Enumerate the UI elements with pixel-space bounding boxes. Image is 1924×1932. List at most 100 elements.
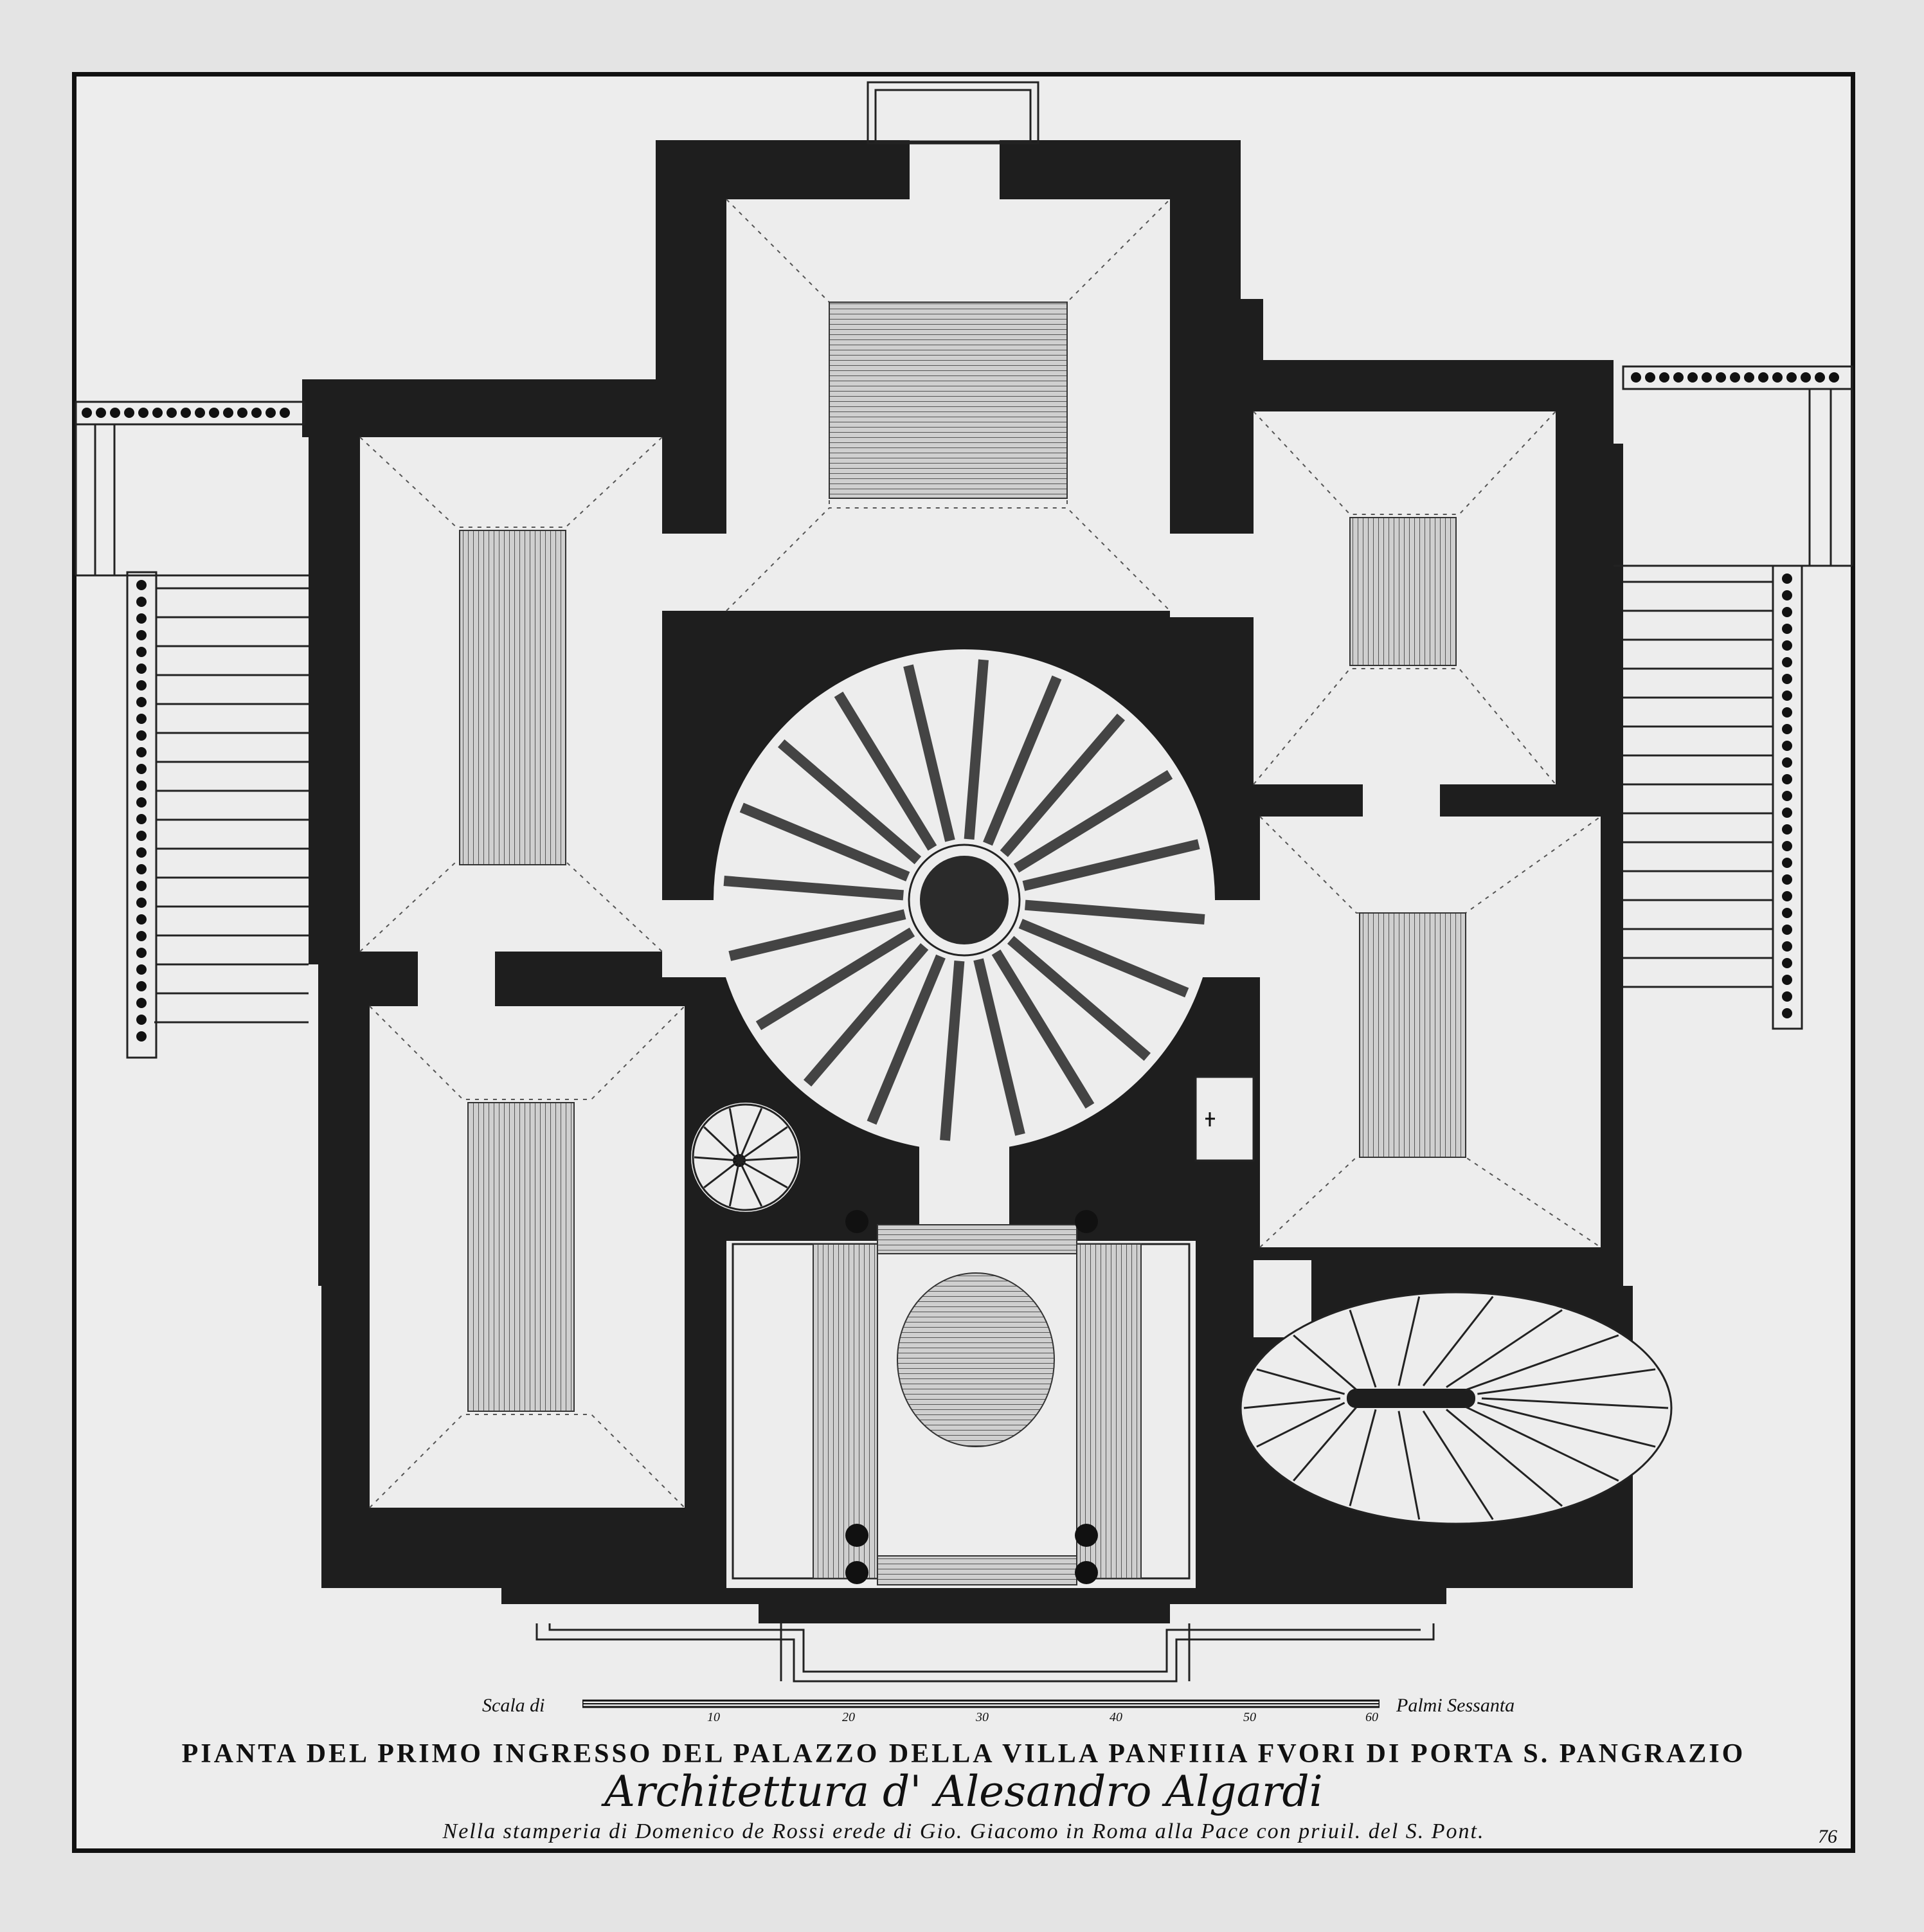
rotunda-ray [1007, 935, 1151, 1061]
baluster [1702, 372, 1712, 383]
baluster [1815, 372, 1825, 383]
right-terrace [1614, 365, 1853, 1030]
baluster [1782, 874, 1792, 885]
baluster [136, 714, 147, 724]
baluster [1782, 1008, 1792, 1018]
stair-step [694, 1156, 740, 1162]
baluster [1782, 573, 1792, 584]
rotunda-ray [940, 961, 965, 1141]
stair-step [1422, 1296, 1494, 1387]
baluster [1782, 991, 1792, 1002]
rotunda-ray [973, 958, 1025, 1136]
rotunda-ray [903, 664, 955, 842]
rotunda-ray [777, 739, 922, 865]
baluster [1645, 372, 1655, 383]
baluster [1782, 657, 1792, 667]
baluster [136, 730, 147, 741]
baluster [1782, 640, 1792, 651]
baluster [136, 998, 147, 1008]
baluster [136, 597, 147, 607]
baluster [1716, 372, 1726, 383]
stair-step [1243, 1397, 1341, 1409]
baluster [136, 680, 147, 691]
baluster [96, 408, 106, 418]
rotunda-ray [739, 802, 910, 881]
baluster [136, 864, 147, 874]
baluster [136, 881, 147, 891]
stair-step [1349, 1409, 1377, 1506]
stair-step [1477, 1368, 1656, 1395]
baluster [1744, 372, 1754, 383]
baluster [1782, 757, 1792, 768]
scale-tick: 40 [1110, 1710, 1122, 1724]
baluster [237, 408, 247, 418]
top-portal [867, 81, 1039, 145]
baluster [1782, 741, 1792, 751]
baluster [136, 781, 147, 791]
baluster [152, 408, 163, 418]
stair-step [1422, 1410, 1494, 1521]
scale-tick: 10 [707, 1710, 720, 1724]
stair-step [739, 1126, 788, 1162]
baluster [136, 814, 147, 824]
baluster [138, 408, 148, 418]
baluster [1782, 791, 1792, 801]
rotunda-ray [867, 954, 946, 1125]
rotunda-ray [1025, 899, 1205, 925]
baluster [1782, 808, 1792, 818]
left-terrace [75, 401, 309, 1059]
baluster [136, 898, 147, 908]
scale-tick: 50 [1243, 1710, 1256, 1724]
stair-step [703, 1159, 740, 1189]
baluster [136, 764, 147, 774]
baluster [166, 408, 177, 418]
baluster [1782, 841, 1792, 851]
rotunda-center [916, 852, 1012, 948]
baluster [1758, 372, 1768, 383]
rotunda-ray [834, 691, 937, 851]
rotunda-rays [723, 659, 1205, 1141]
rotunda-ray [983, 675, 1062, 846]
baluster [136, 580, 147, 590]
baluster [1782, 975, 1792, 985]
baluster [1782, 707, 1792, 718]
stair-step [1398, 1296, 1421, 1386]
rotunda-ray [723, 876, 904, 901]
baluster [136, 647, 147, 657]
baluster [1782, 624, 1792, 634]
baluster [136, 981, 147, 991]
spiral-staircase [692, 1103, 800, 1211]
baluster [1782, 958, 1792, 968]
ceiling-panels [459, 302, 1466, 1412]
baluster [1782, 774, 1792, 784]
baluster [136, 964, 147, 975]
baluster [1687, 372, 1698, 383]
stair-step [1293, 1334, 1358, 1391]
baluster [1782, 724, 1792, 734]
baluster [136, 948, 147, 958]
baluster [136, 697, 147, 707]
rotunda-ray [728, 909, 906, 961]
baluster [1782, 674, 1792, 684]
baluster [1730, 372, 1740, 383]
stair-step [1398, 1411, 1421, 1520]
baluster [195, 408, 205, 418]
vestibule-oval [897, 1272, 1055, 1447]
plate-title: PIANTA DEL PRIMO INGRESSO DEL PALAZZO DE… [181, 1739, 1746, 1769]
baluster [1782, 858, 1792, 868]
rotunda-ray [964, 659, 989, 840]
baluster [280, 408, 290, 418]
oval-staircase [1239, 1291, 1673, 1525]
stair-step [738, 1160, 763, 1207]
baluster [1631, 372, 1641, 383]
baluster [136, 1031, 147, 1042]
baluster [136, 931, 147, 941]
stair-step [1446, 1409, 1563, 1507]
printer-credit: Nella stamperia di Domenico de Rossi ere… [442, 1819, 1485, 1843]
stair-step [728, 1160, 741, 1207]
baluster [82, 408, 92, 418]
scale-tick: 60 [1365, 1710, 1378, 1724]
chapel-niche [1194, 1076, 1255, 1162]
stair-step [1464, 1334, 1619, 1391]
